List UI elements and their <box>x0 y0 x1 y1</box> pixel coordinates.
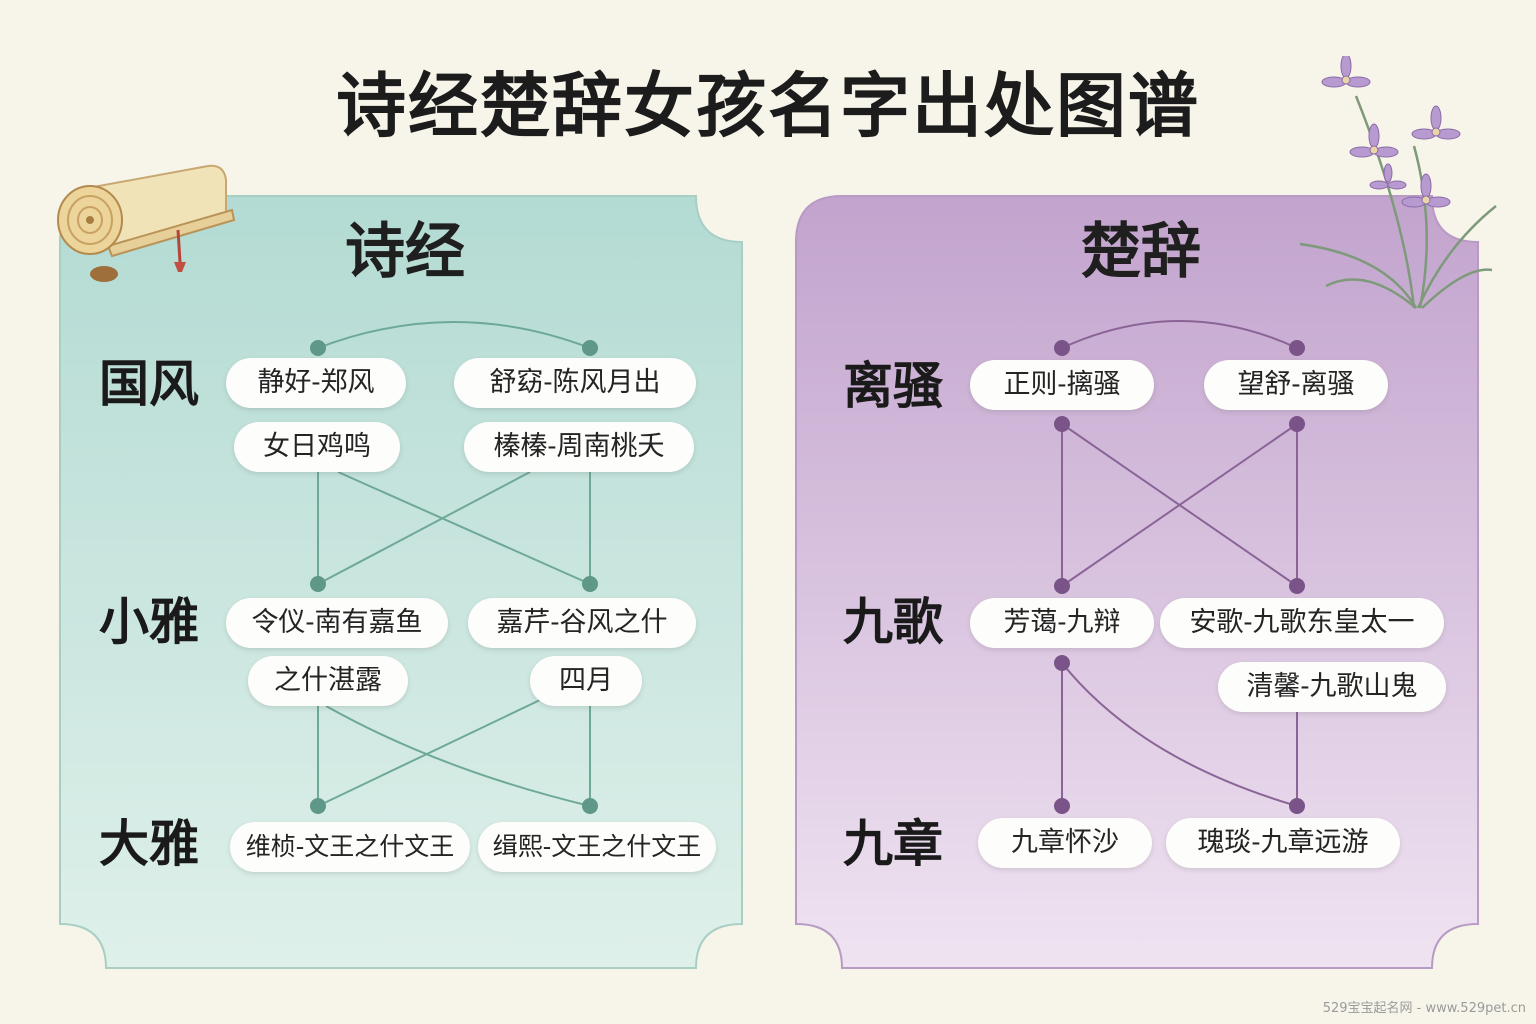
chuci-panel-title: 楚辞 <box>1081 217 1201 287</box>
scroll-icon <box>57 164 236 282</box>
name-pill[interactable]: 之什湛露 <box>248 656 408 706</box>
name-pill[interactable]: 榛榛-周南桃夭 <box>464 422 694 472</box>
name-pill[interactable]: 芳蔼-九辩 <box>970 598 1154 648</box>
name-pill[interactable]: 四月 <box>530 656 642 706</box>
name-pill[interactable]: 缉熙-文王之什文王 <box>478 822 716 872</box>
row-label-jiuge: 九歌 <box>843 592 943 651</box>
name-pill[interactable]: 嘉芹-谷风之什 <box>468 598 696 648</box>
orchid-flower-icon <box>1299 56 1497 309</box>
row-label-xiaoya: 小雅 <box>99 592 199 651</box>
row-label-lisao: 离骚 <box>843 356 943 415</box>
watermark: 529宝宝起名网 - www.529pet.cn <box>1322 1001 1526 1016</box>
row-label-guofeng: 国风 <box>99 354 199 413</box>
name-pill[interactable]: 静好-郑风 <box>226 358 406 408</box>
name-pill[interactable]: 瑰琰-九章远游 <box>1166 818 1400 868</box>
name-pill[interactable]: 望舒-离骚 <box>1204 360 1388 410</box>
row-label-daya: 大雅 <box>99 814 199 873</box>
name-pill[interactable]: 女日鸡鸣 <box>234 422 400 472</box>
page-title: 诗经楚辞女孩名字出处图谱 <box>336 64 1200 147</box>
name-pill[interactable]: 安歌-九歌东皇太一 <box>1160 598 1444 648</box>
shijing-panel-title: 诗经 <box>345 217 465 287</box>
row-label-jiuzhang: 九章 <box>843 814 943 873</box>
name-pill[interactable]: 令仪-南有嘉鱼 <box>226 598 448 648</box>
name-pill[interactable]: 清馨-九歌山鬼 <box>1218 662 1446 712</box>
name-pill[interactable]: 维桢-文王之什文王 <box>230 822 470 872</box>
name-pill[interactable]: 正则-摛骚 <box>970 360 1154 410</box>
name-pill[interactable]: 舒窈-陈风月出 <box>454 358 696 408</box>
name-pill[interactable]: 九章怀沙 <box>978 818 1152 868</box>
